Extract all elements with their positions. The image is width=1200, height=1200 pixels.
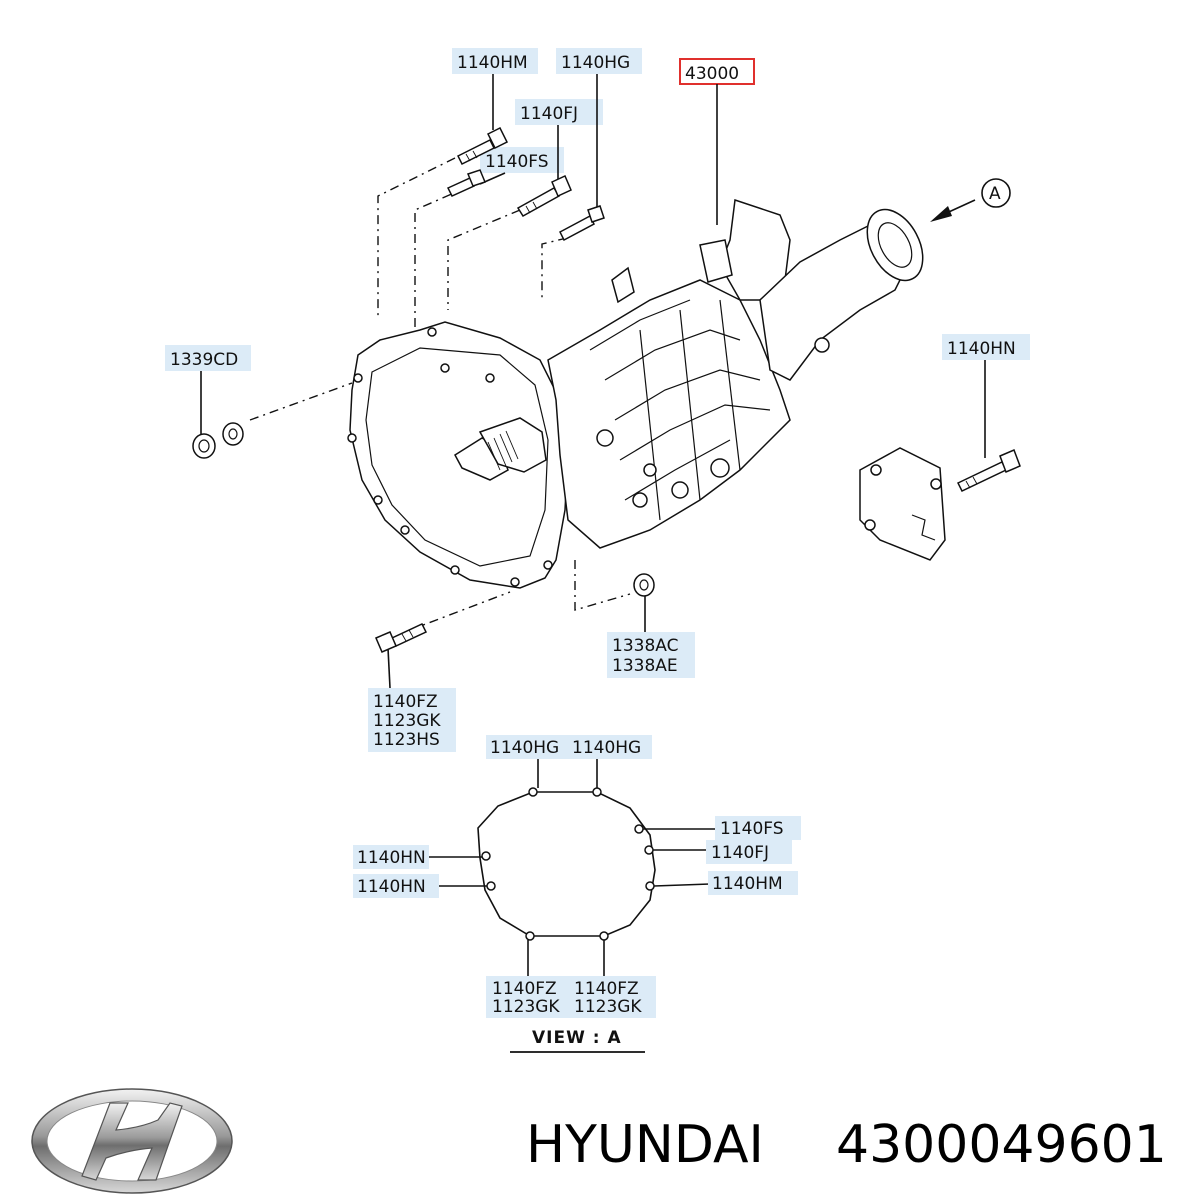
bolt-1140hg — [559, 205, 605, 242]
label-text: 1140HG — [561, 53, 630, 73]
part-number: 4300049601 — [836, 1115, 1167, 1175]
label-text: 1140HM — [712, 874, 783, 894]
mount-bracket — [859, 447, 946, 561]
view-a-label-right-2: 1140FJ — [706, 840, 792, 864]
label-text: 1123GK — [574, 997, 642, 1017]
label-text: 43000 — [685, 64, 739, 84]
label-text: 1339CD — [170, 350, 238, 370]
label-text: 1140FS — [720, 819, 784, 839]
leader-lines — [200, 74, 986, 689]
label-text: 1140HN — [357, 877, 426, 897]
label-1140hg-top: 1140HG — [556, 48, 642, 74]
label-text: 1140HG — [490, 738, 559, 758]
bolt-1140hn — [956, 449, 1021, 492]
hyundai-logo-icon — [31, 1088, 233, 1194]
view-a-outline — [477, 787, 656, 941]
label-text: 1140FJ — [711, 843, 769, 863]
view-a-title-text: VIEW : A — [532, 1028, 622, 1048]
label-text: 1338AC — [612, 636, 678, 656]
view-a-label-right-3: 1140HM — [708, 871, 798, 895]
bolt-1140hm — [456, 126, 509, 166]
label-text: 1123HS — [373, 730, 440, 750]
label-text: 1140HN — [357, 848, 426, 868]
view-a-label-bottom-right: 1140FZ 1123GK — [570, 976, 656, 1018]
label-1140hm-top: 1140HM — [452, 48, 538, 74]
label-1140fj-top: 1140FJ — [515, 99, 603, 125]
view-a-label-left-1: 1140HN — [353, 845, 429, 869]
label-text: 1140FJ — [520, 104, 578, 124]
label-43000-main: 43000 — [679, 58, 755, 85]
view-a-label-top-left: 1140HG — [486, 735, 570, 759]
view-a-title: VIEW : A — [510, 1028, 645, 1053]
bolt-1140fz — [375, 623, 428, 653]
transmission-assembly — [347, 198, 924, 589]
label-1338-group: 1338AC 1338AE — [607, 632, 695, 678]
label-text: 1140FZ — [574, 979, 639, 999]
nut-1339cd — [192, 422, 244, 459]
label-1339cd: 1339CD — [165, 345, 251, 371]
label-text: 1140HN — [947, 339, 1016, 359]
alignment-lines — [249, 157, 631, 631]
nut-1338 — [633, 573, 655, 597]
view-a-label-left-2: 1140HN — [353, 874, 439, 898]
view-arrow-letter: A — [989, 184, 1001, 204]
label-text: 1140HG — [572, 738, 641, 758]
label-text: 1338AE — [612, 656, 678, 676]
view-a-label-bottom-left: 1140FZ 1123GK — [486, 976, 570, 1018]
label-text: 1123GK — [492, 997, 560, 1017]
label-1140fz-group: 1140FZ 1123GK 1123HS — [368, 688, 456, 752]
view-arrow-a: A — [930, 178, 1011, 222]
label-1140fs-top: 1140FS — [480, 147, 564, 173]
label-1140hn-right: 1140HN — [942, 334, 1030, 360]
label-text: 1140FS — [485, 152, 549, 172]
bolt-1140fs — [446, 169, 487, 197]
brand-name: HYUNDAI — [526, 1115, 764, 1175]
label-text: 1140FZ — [373, 692, 438, 712]
view-a-leaders — [428, 757, 715, 976]
bolt-1140fj — [516, 174, 572, 218]
view-a-label-top-right: 1140HG — [568, 735, 652, 759]
label-text: 1140HM — [457, 53, 528, 73]
view-a-label-right-1: 1140FS — [715, 816, 801, 840]
label-text: 1123GK — [373, 711, 441, 731]
label-text: 1140FZ — [492, 979, 557, 999]
